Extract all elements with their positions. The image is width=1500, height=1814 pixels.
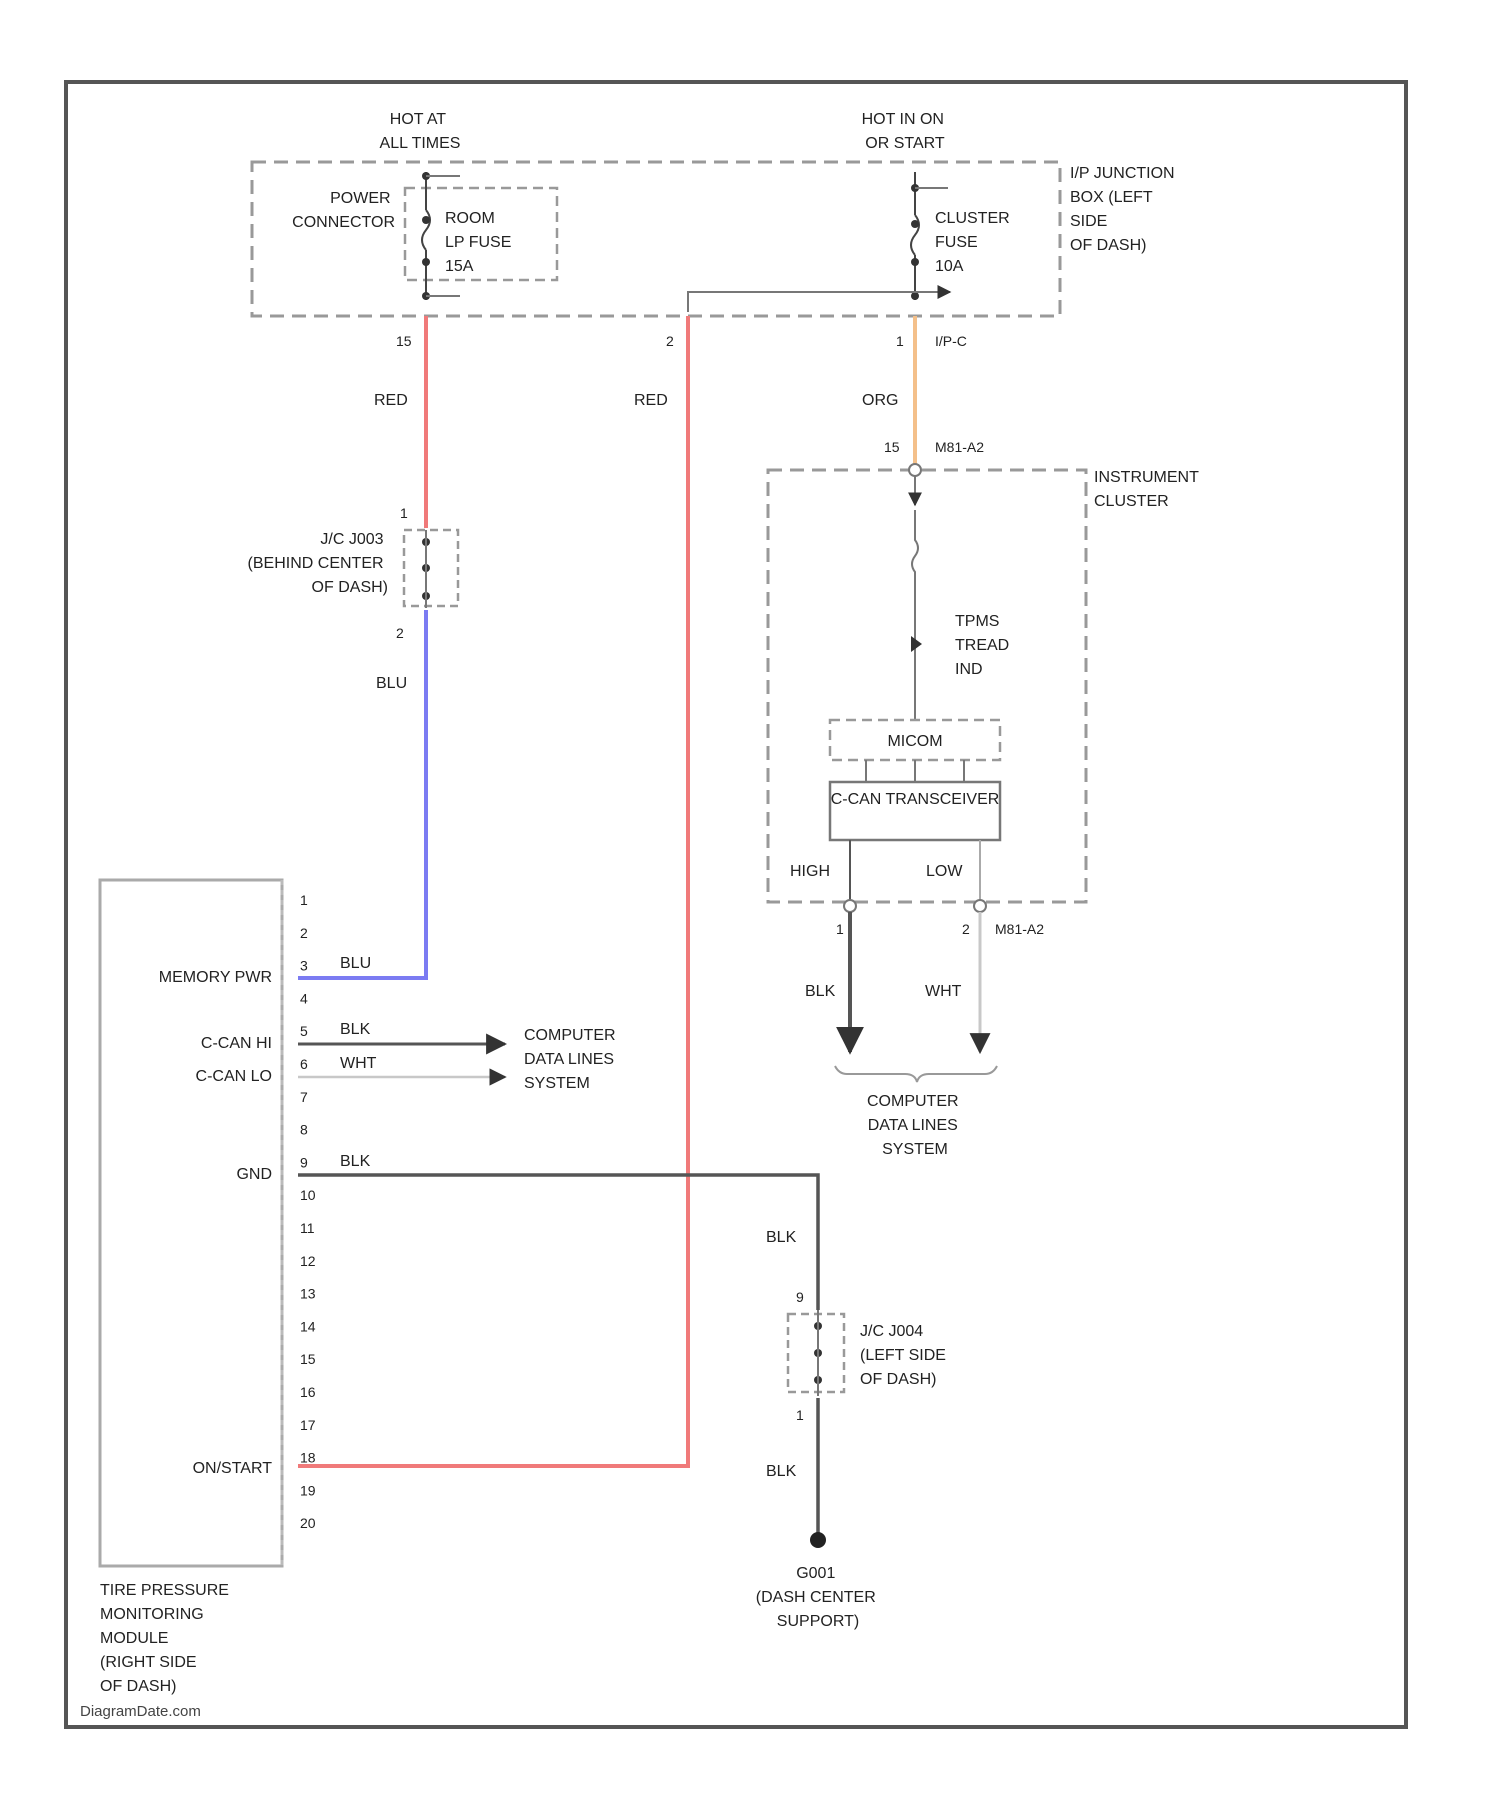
red-wire-on-start (298, 316, 688, 1466)
room-fuse-label: ROOM LP FUSE 15A (445, 210, 516, 275)
module-label: TIRE PRESSURE MONITORING MODULE (RIGHT S… (100, 1582, 233, 1695)
memory-pwr-label: MEMORY PWR (159, 969, 272, 986)
on-start-label: ON/START (193, 1460, 273, 1477)
module-pin-18: 18 (300, 1450, 316, 1466)
ip-junction-box-label: I/P JUNCTION BOX (LEFT SIDE OF DASH) (1070, 165, 1179, 254)
jc-j003-label: J/C J003 (BEHIND CENTER OF DASH) (248, 531, 388, 596)
ccan-lo-wire-label: WHT (340, 1055, 377, 1072)
red-wire-label-2: RED (634, 392, 668, 409)
org-wire-label: ORG (862, 392, 898, 409)
jc-j004-pin-top: 9 (796, 1289, 804, 1305)
jc-j003-pin-bot: 2 (396, 625, 404, 641)
red-wire-label-1: RED (374, 392, 408, 409)
high-label: HIGH (790, 863, 830, 880)
micom-label: MICOM (887, 733, 942, 750)
module-pin-12: 12 (300, 1253, 316, 1269)
gnd-wire-label-2: BLK (766, 1229, 797, 1246)
hot-at-all-times-label: HOT AT ALL TIMES (380, 111, 461, 152)
cluster-blk-label: BLK (805, 983, 836, 1000)
module-pin-19: 19 (300, 1482, 316, 1498)
jc-j003-pin-top: 1 (400, 505, 408, 521)
cluster-internal-wire (912, 510, 918, 720)
conn-ipc-label: I/P-C (935, 333, 967, 349)
module-pin-11: 11 (300, 1220, 315, 1236)
jc-j004-pin-bot: 1 (796, 1407, 804, 1423)
blu-wire-label-2: BLU (340, 955, 371, 972)
ccan-transceiver-label: C-CAN TRANSCEIVER (831, 791, 1000, 808)
watermark: DiagramDate.com (80, 1703, 201, 1720)
pin-1-label: 1 (896, 333, 904, 349)
ccan-hi-wire-label: BLK (340, 1021, 371, 1038)
cluster-conn-top: M81-A2 (935, 439, 984, 455)
instrument-cluster-box (768, 470, 1086, 902)
module-pin-8: 8 (300, 1122, 308, 1138)
diagram-frame (66, 82, 1406, 1727)
cdl-left-label: COMPUTER DATA LINES SYSTEM (524, 1027, 620, 1092)
ccan-lo-label: C-CAN LO (196, 1068, 272, 1085)
module-pin-16: 16 (300, 1384, 316, 1400)
module-pin-1: 1 (300, 892, 308, 908)
cluster-fuse-label: CLUSTER FUSE 10A (935, 210, 1014, 275)
ground-label: G001 (DASH CENTER SUPPORT) (756, 1565, 880, 1630)
gnd-wire (298, 1175, 818, 1310)
cluster-pin-top: 15 (884, 439, 900, 455)
cluster-pin-low: 2 (962, 921, 970, 937)
module-pin-2: 2 (300, 925, 308, 941)
module-pin-6: 6 (300, 1056, 308, 1072)
cluster-wht-label: WHT (925, 983, 962, 1000)
power-connector-label: POWER CONNECTOR (292, 190, 395, 231)
module-pin-7: 7 (300, 1089, 308, 1105)
ground-wire-label: BLK (766, 1463, 797, 1480)
module-pin-20: 20 (300, 1515, 316, 1531)
ccan-hi-label: C-CAN HI (201, 1035, 272, 1052)
jc-j004-label: J/C J004 (LEFT SIDE OF DASH) (860, 1323, 950, 1388)
gnd-wire-label: BLK (340, 1153, 371, 1170)
jc-j003-box (404, 530, 458, 606)
hot-in-on-label: HOT IN ON OR START (862, 111, 949, 152)
blu-wire (298, 610, 426, 978)
module-pin-13: 13 (300, 1286, 316, 1302)
junction-bus-line (688, 292, 915, 312)
instrument-cluster-label: INSTRUMENT CLUSTER (1094, 469, 1203, 510)
module-pin-14: 14 (300, 1318, 316, 1334)
cdl-brace (835, 1066, 997, 1082)
pin-15-label: 15 (396, 333, 412, 349)
pin-2-label: 2 (666, 333, 674, 349)
module-pin-9: 9 (300, 1154, 308, 1170)
cluster-pin-high: 1 (836, 921, 844, 937)
module-pin-3: 3 (300, 958, 308, 974)
blu-wire-label-1: BLU (376, 675, 407, 692)
tpms-indicator-icon (911, 636, 922, 652)
module-pin-10: 10 (300, 1187, 316, 1203)
module-pin-5: 5 (300, 1023, 308, 1039)
module-pin-15: 15 (300, 1351, 316, 1367)
tpms-ind-label: TPMS TREAD IND (955, 613, 1014, 678)
module-pin-17: 17 (300, 1417, 316, 1433)
cdl-right-label: COMPUTER DATA LINES SYSTEM (867, 1093, 963, 1158)
gnd-label: GND (236, 1166, 272, 1183)
module-pin-4: 4 (300, 990, 308, 1006)
low-label: LOW (926, 863, 963, 880)
ground-icon (810, 1532, 826, 1548)
cluster-conn-bottom: M81-A2 (995, 921, 1044, 937)
